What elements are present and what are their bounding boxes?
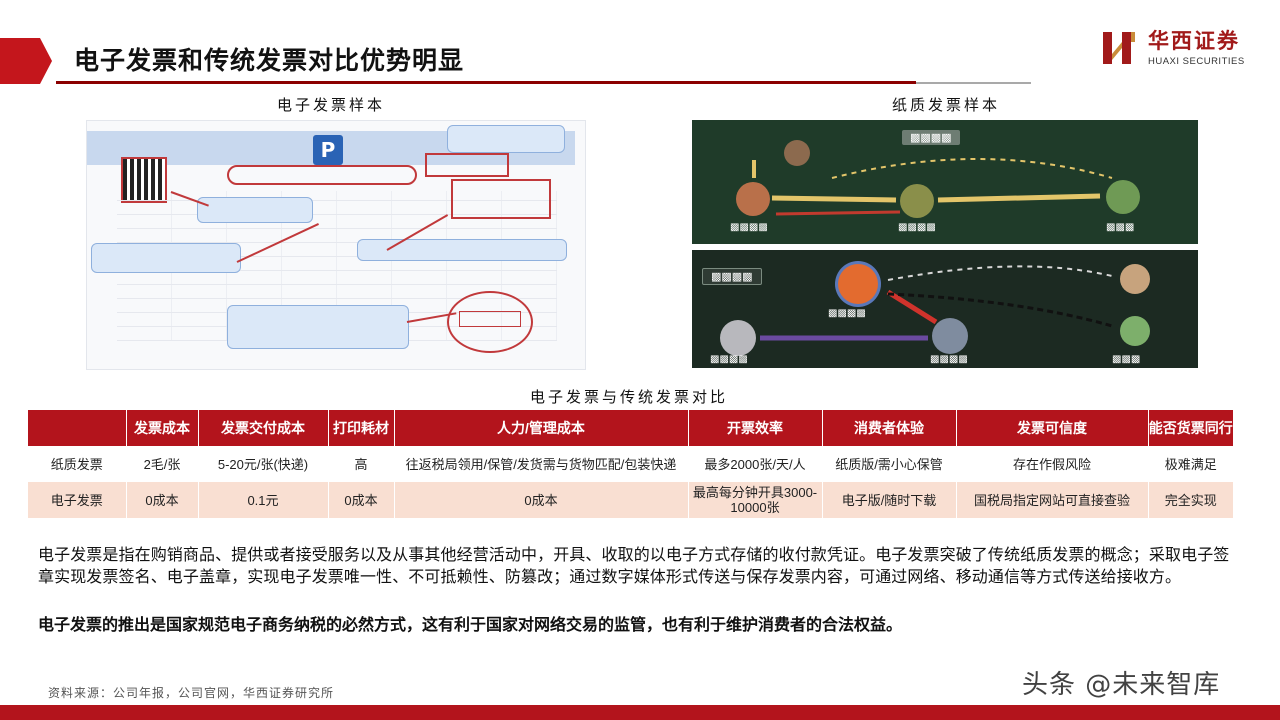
highlight-box xyxy=(425,153,509,177)
table-cell: 5-20元/张(快递) xyxy=(197,446,328,482)
cloud-platform-icon xyxy=(838,264,878,304)
node-label: ▩▩▩ xyxy=(1112,354,1141,365)
tax-office-server-icon xyxy=(720,320,756,356)
footer-bar xyxy=(0,705,1280,720)
highlight-box xyxy=(451,179,551,219)
callout-box xyxy=(447,125,565,153)
comparison-table: 发票成本 发票交付成本 打印耗材 人力/管理成本 开票效率 消费者体验 发票可信… xyxy=(28,410,1233,518)
table-header-cell: 人力/管理成本 xyxy=(393,410,688,446)
table-cell: 0成本 xyxy=(125,482,198,518)
table-cell: 纸质发票 xyxy=(28,446,126,482)
table-cell: 最高每分钟开具3000-10000张 xyxy=(687,482,822,518)
printer-icon xyxy=(784,140,810,166)
node-label: ▩▩▩▩ xyxy=(930,354,968,365)
tax-logo-icon: P xyxy=(313,135,343,165)
consumer-icon xyxy=(1120,264,1150,294)
table-cell: 2毛/张 xyxy=(125,446,198,482)
table-header-cell xyxy=(28,410,126,446)
table-header-cell: 发票成本 xyxy=(125,410,198,446)
callout-box xyxy=(357,239,567,261)
panel-tag: ▩▩▩▩ xyxy=(902,130,960,145)
company-logo: 华西证券 HUAXI SECURITIES xyxy=(1100,26,1260,70)
node-label: ▩▩▩▩ xyxy=(730,222,768,233)
enterprise-icon xyxy=(900,184,934,218)
table-cell: 电子发票 xyxy=(28,482,126,518)
callout-box xyxy=(227,305,409,349)
table-cell: 纸质版/需小心保管 xyxy=(821,446,956,482)
table-header-cell: 开票效率 xyxy=(687,410,822,446)
paper-invoice-flow-image: ▩▩▩▩ ▩▩▩▩ ▩▩▩▩ ▩▩▩ xyxy=(692,120,1198,244)
sample-heading-outline xyxy=(227,165,417,185)
table-header-cell: 消费者体验 xyxy=(821,410,956,446)
electronic-invoice-flow-image: ▩▩▩▩ ▩▩▩▩ ▩▩▩▩ ▩▩▩▩ ▩▩▩ xyxy=(692,250,1198,368)
logo-chinese-name: 华西证券 xyxy=(1148,29,1240,53)
table-cell: 高 xyxy=(327,446,394,482)
table-cell: 往返税局领用/保管/发货需与货物匹配/包装快递 xyxy=(393,446,688,482)
node-label: ▩▩▩▩ xyxy=(898,222,936,233)
table-cell: 最多2000张/天/人 xyxy=(687,446,822,482)
table-caption: 电子发票与传统发票对比 xyxy=(530,388,729,406)
seal-stamp-icon xyxy=(447,291,533,353)
table-header-cell: 发票交付成本 xyxy=(197,410,328,446)
electronic-invoice-sample-image: P xyxy=(86,120,586,370)
node-label: ▩▩▩▩ xyxy=(710,354,748,365)
table-header-cell: 打印耗材 xyxy=(327,410,394,446)
node-label: ▩▩▩▩ xyxy=(828,308,866,319)
table-cell: 0成本 xyxy=(327,482,394,518)
emphasis-paragraph: 电子发票的推出是国家规范电子商务纳税的必然方式，这有利于国家对网络交易的监管，也… xyxy=(38,615,903,634)
header-accent-shape xyxy=(0,38,52,84)
table-cell: 0成本 xyxy=(393,482,688,518)
callout-box xyxy=(197,197,313,223)
table-header-cell: 发票可信度 xyxy=(955,410,1148,446)
description-paragraph: 电子发票是指在购销商品、提供或者接受服务以及从事其他经营活动中，开具、收取的以电… xyxy=(38,545,1230,586)
table-cell: 存在作假风险 xyxy=(955,446,1148,482)
callout-box xyxy=(91,243,241,273)
table-cell: 0.1元 xyxy=(197,482,328,518)
node-label: ▩▩▩ xyxy=(1106,222,1135,233)
table-cell: 电子版/随时下载 xyxy=(821,482,956,518)
watermark: 头条 @未来智库 xyxy=(1022,670,1221,700)
table-cell: 极难满足 xyxy=(1147,446,1233,482)
electronic-sample-caption: 电子发票样本 xyxy=(277,96,386,114)
table-cell: 完全实现 xyxy=(1147,482,1233,518)
consumer-icon xyxy=(1106,180,1140,214)
consumer-icon xyxy=(1120,316,1150,346)
panel-tag: ▩▩▩▩ xyxy=(702,268,762,285)
table-header-row: 发票成本 发票交付成本 打印耗材 人力/管理成本 开票效率 消费者体验 发票可信… xyxy=(28,410,1233,446)
logo-english-name: HUAXI SECURITIES xyxy=(1148,56,1245,67)
header-rule-accent xyxy=(56,81,916,84)
source-note: 资料来源：公司年报，公司官网，华西证券研究所 xyxy=(48,686,335,700)
flow-arrows xyxy=(752,158,1113,216)
seal-stamp-inner xyxy=(459,311,521,327)
table-row: 电子发票 0成本 0.1元 0成本 0成本 最高每分钟开具3000-10000张… xyxy=(28,482,1233,518)
table-row: 纸质发票 2毛/张 5-20元/张(快递) 高 往返税局领用/保管/发货需与货物… xyxy=(28,446,1233,482)
table-cell: 国税局指定网站可直接查验 xyxy=(955,482,1148,518)
tax-office-icon xyxy=(736,182,770,216)
paper-sample-caption: 纸质发票样本 xyxy=(892,96,1001,114)
flow-arrows xyxy=(760,265,1113,341)
table-header-cell: 能否货票同行 xyxy=(1147,410,1233,446)
page-title: 电子发票和传统发票对比优势明显 xyxy=(74,46,465,75)
enterprise-icon xyxy=(932,318,968,354)
huaxi-logo-icon xyxy=(1103,32,1135,64)
